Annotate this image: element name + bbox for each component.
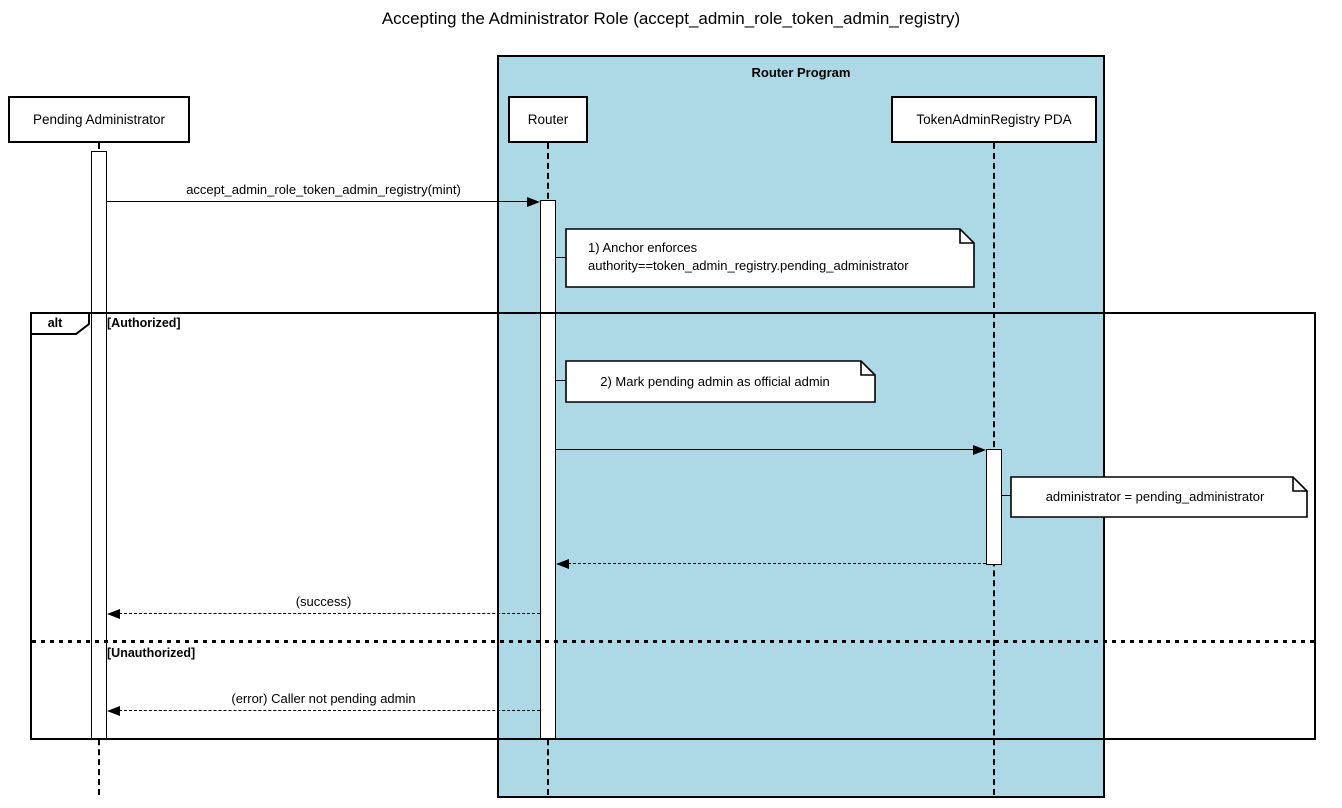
message-4-line: [119, 613, 540, 614]
note-1-text: 1) Anchor enforces authority==token_admi…: [588, 239, 968, 275]
message-5-label: (error) Caller not pending admin: [231, 691, 416, 706]
message-2-arrowhead: [973, 445, 986, 455]
note-3-text: administrator = pending_administrator: [1045, 489, 1265, 504]
message-5-arrowhead: [107, 706, 120, 716]
message-4-arrowhead: [107, 609, 120, 619]
message-4-label: (success): [295, 594, 352, 609]
note-3-connector: [1001, 495, 1011, 496]
router-program-label: Router Program: [751, 65, 851, 80]
diagram-title: Accepting the Administrator Role (accept…: [381, 9, 961, 28]
participant-token-admin-registry-pda: TokenAdminRegistry PDA: [891, 96, 1097, 143]
note-1-line-1: 1) Anchor enforces: [588, 240, 698, 255]
note-1: [565, 228, 975, 288]
message-3-line: [568, 563, 986, 564]
message-5-line: [119, 710, 540, 711]
message-1-arrowhead: [527, 197, 540, 207]
participant-router: Router: [508, 96, 588, 143]
note-1-line-2: authority==token_admin_registry.pending_…: [588, 258, 909, 273]
guard-authorized: [Authorized]: [107, 316, 181, 330]
note-1-connector: [556, 257, 566, 258]
participant-pending-administrator: Pending Administrator: [8, 96, 190, 143]
activation-token-admin-registry-pda: [986, 449, 1002, 565]
participant-token-admin-registry-pda-label: TokenAdminRegistry PDA: [916, 112, 1072, 127]
message-1-line: [107, 201, 530, 202]
alt-operator-label: alt: [47, 316, 63, 330]
note-3: [1010, 476, 1308, 518]
alt-divider: [32, 640, 1314, 643]
participant-pending-administrator-label: Pending Administrator: [32, 112, 166, 127]
note-2-connector: [556, 380, 566, 381]
message-3-arrowhead: [556, 559, 569, 569]
note-2: [565, 360, 876, 403]
activation-router: [540, 200, 556, 740]
message-2-line: [556, 449, 976, 450]
guard-unauthorized: [Unauthorized]: [107, 646, 196, 660]
router-program-container: [497, 55, 1105, 798]
participant-router-label: Router: [527, 112, 569, 127]
activation-pending-administrator: [91, 151, 107, 740]
message-1-label: accept_admin_role_token_admin_registry(m…: [186, 182, 461, 197]
note-2-text: 2) Mark pending admin as official admin: [600, 373, 830, 389]
